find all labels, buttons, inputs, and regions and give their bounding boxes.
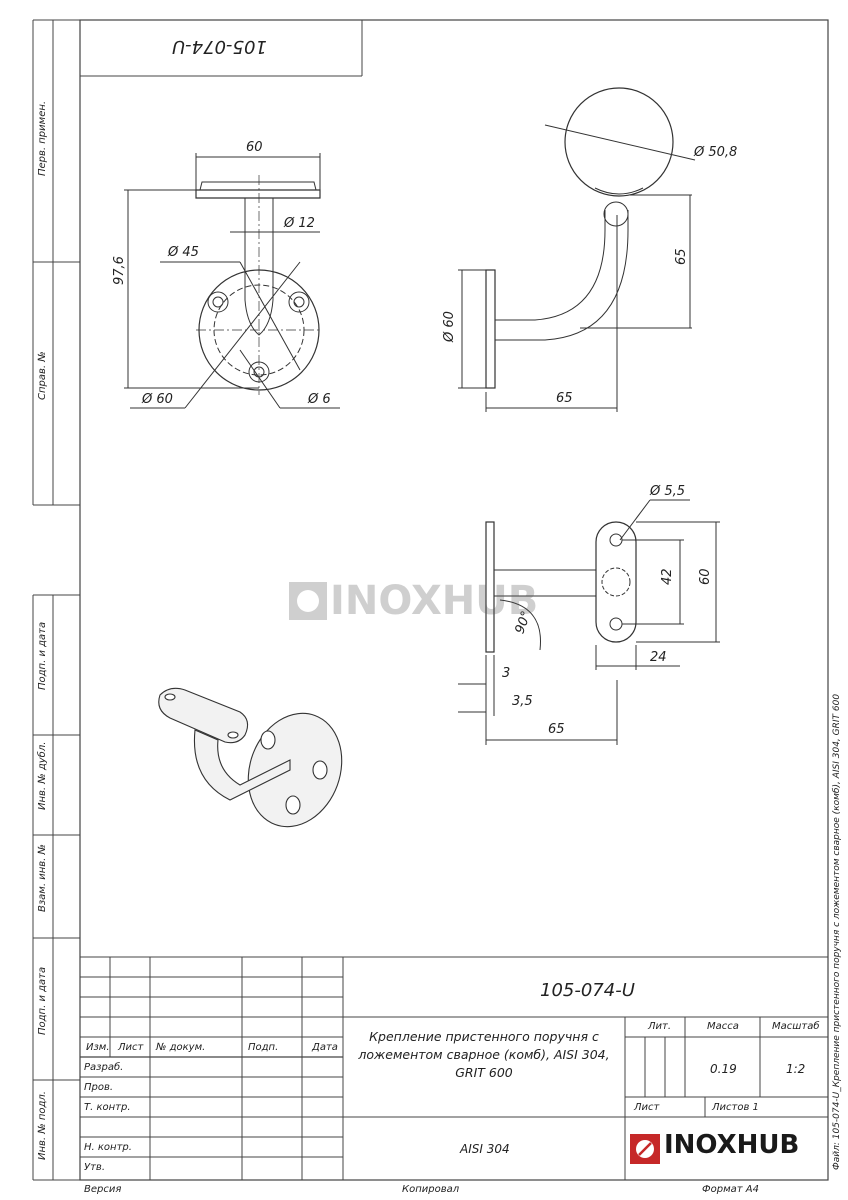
row-prov: Пров. [84, 1082, 114, 1093]
dim-ball: Ø 50,8 [694, 145, 738, 160]
label-lit: Лит. [648, 1021, 672, 1032]
title-name: Крепление пристенного поручня с ложемент… [358, 1029, 610, 1080]
dim-h65: 65 [674, 248, 689, 265]
header-data: Дата [312, 1042, 338, 1053]
footer-format: Формат А4 [702, 1184, 759, 1195]
footer-kopiroval: Копировал [402, 1184, 460, 1195]
dim-d45: Ø 45 [168, 245, 199, 260]
label-sprav-no: Справ. № [37, 351, 48, 400]
code-stamp: 105-074-U [172, 36, 267, 57]
dim-97-6: 97,6 [112, 256, 127, 285]
label-vzam-inv: Взам. инв. № [37, 844, 48, 912]
title-logo-text: INOXHUB [664, 1130, 800, 1160]
side-file-name: Файл: 105-074-U_Крепление пристенного по… [832, 693, 842, 1170]
label-inv-dubl: Инв. № дубл. [37, 741, 48, 810]
row-razrab: Разраб. [84, 1062, 124, 1073]
title-material: AISI 304 [460, 1142, 510, 1156]
dim-w3: 3 [502, 666, 511, 681]
title-code: 105-074-U [540, 980, 635, 1001]
dim-w24: 24 [650, 650, 667, 665]
label-sheets: Листов 1 [712, 1102, 759, 1113]
row-utv: Утв. [84, 1162, 105, 1173]
title-logo-mark [630, 1134, 660, 1164]
watermark-text: INOXHUB [330, 578, 539, 624]
header-ndoc: № докум. [156, 1042, 206, 1053]
dim-d6: Ø 6 [308, 392, 331, 407]
dim-d5-5: Ø 5,5 [650, 484, 686, 499]
label-inv-podl: Инв. № подл. [37, 1091, 48, 1160]
label-sheet: Лист [634, 1102, 660, 1113]
label-podp-data-1: Подп. и дата [37, 621, 48, 690]
row-t-kontr: Т. контр. [84, 1102, 131, 1113]
dim-d60-front: Ø 60 [142, 392, 173, 407]
header-list: Лист [118, 1042, 144, 1053]
mass-value: 0.19 [710, 1062, 737, 1076]
dim-d12: Ø 12 [284, 216, 315, 231]
label-perv-primen: Перв. примен. [37, 100, 48, 176]
row-n-kontr: Н. контр. [84, 1142, 132, 1153]
scale-value: 1:2 [786, 1062, 806, 1076]
watermark-logo-mark [289, 582, 327, 620]
header-podp: Подп. [248, 1042, 279, 1053]
dim-60-top: 60 [246, 140, 263, 155]
dim-w65-bottom: 65 [548, 722, 565, 737]
label-podp-data-2: Подп. и дата [37, 966, 48, 1035]
dim-d60-side: Ø 60 [442, 311, 457, 342]
header-izm: Изм. [86, 1042, 110, 1053]
label-massa: Масса [707, 1021, 739, 1032]
dim-w3-5: 3,5 [512, 694, 533, 709]
label-masshtab: Масштаб [772, 1021, 820, 1032]
dim-h42: 42 [660, 568, 675, 585]
dim-w65: 65 [556, 391, 573, 406]
footer-versia: Версия [84, 1184, 122, 1195]
dim-h60: 60 [698, 568, 713, 585]
